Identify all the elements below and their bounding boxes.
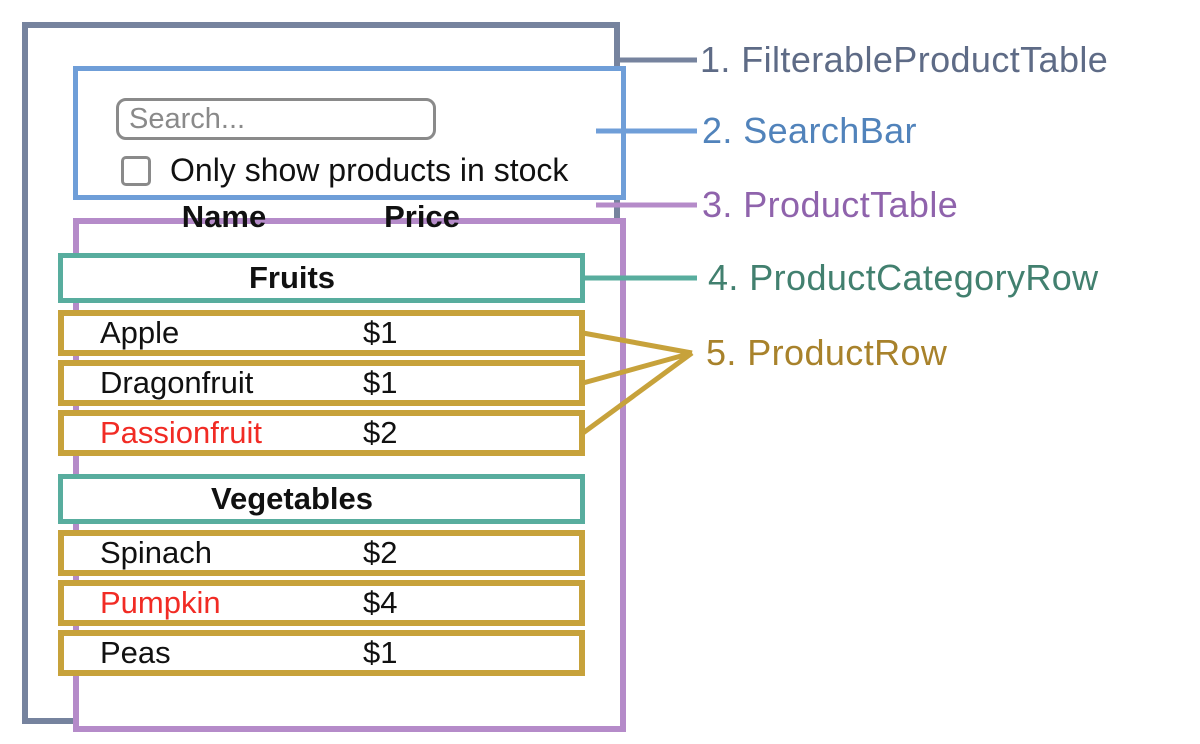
product-price: $2 bbox=[363, 535, 398, 570]
product-row: Dragonfruit $1 bbox=[58, 360, 585, 406]
annotation-product-row: 5. ProductRow bbox=[706, 332, 948, 373]
annotation-product-table: 3. ProductTable bbox=[702, 184, 959, 225]
price-column-header: Price bbox=[384, 199, 460, 234]
product-name: Apple bbox=[100, 315, 180, 350]
annotation-search-bar: 2. SearchBar bbox=[702, 110, 917, 151]
product-price: $2 bbox=[363, 415, 398, 450]
product-name: Peas bbox=[100, 635, 171, 670]
category-row-fruits: Fruits bbox=[58, 253, 585, 303]
search-input[interactable] bbox=[116, 98, 436, 140]
in-stock-checkbox-label: Only show products in stock bbox=[170, 151, 569, 188]
product-row: Apple $1 bbox=[58, 310, 585, 356]
product-name: Passionfruit bbox=[100, 415, 262, 450]
product-row: Spinach $2 bbox=[58, 530, 585, 576]
product-name: Pumpkin bbox=[100, 585, 221, 620]
product-name: Dragonfruit bbox=[100, 365, 254, 400]
product-price: $4 bbox=[363, 585, 398, 620]
category-row-vegetables: Vegetables bbox=[58, 474, 585, 524]
product-row: Passionfruit $2 bbox=[58, 410, 585, 456]
product-price: $1 bbox=[363, 635, 398, 670]
category-label: Vegetables bbox=[211, 481, 373, 516]
annotation-product-category-row: 4. ProductCategoryRow bbox=[708, 257, 1099, 298]
product-name: Spinach bbox=[100, 535, 213, 570]
product-row: Pumpkin $4 bbox=[58, 580, 585, 626]
product-price: $1 bbox=[363, 365, 398, 400]
annotation-filterable-product-table: 1. FilterableProductTable bbox=[700, 39, 1109, 80]
in-stock-checkbox[interactable] bbox=[121, 156, 151, 186]
name-column-header: Name bbox=[181, 199, 267, 234]
product-price: $1 bbox=[363, 315, 398, 350]
category-label: Fruits bbox=[248, 260, 336, 295]
product-row: Peas $1 bbox=[58, 630, 585, 676]
